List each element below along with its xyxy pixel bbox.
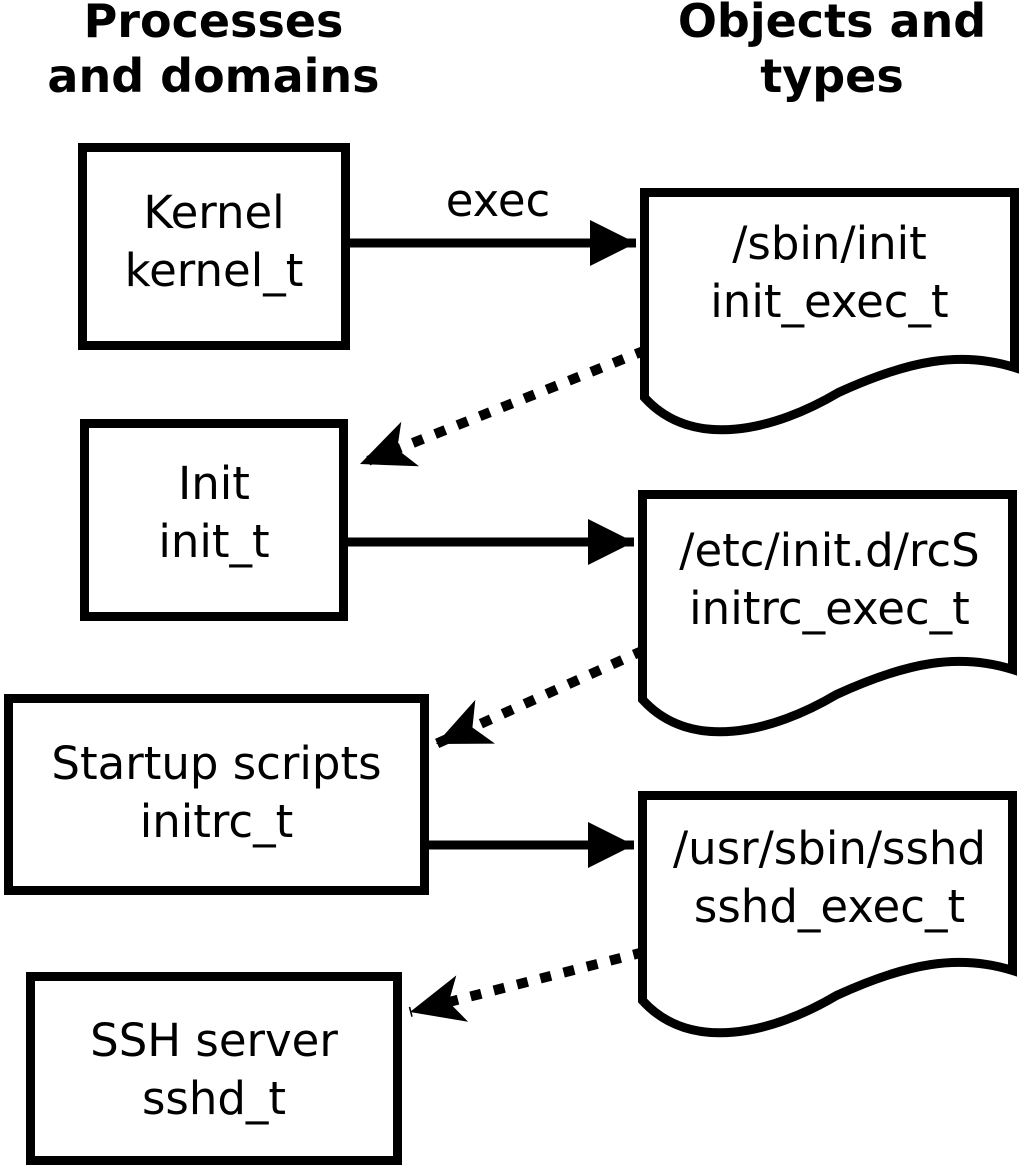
process-box-init (80, 419, 348, 621)
process-label-init: Init init_t (80, 455, 348, 571)
object-label-etc-initd-rcs: /etc/init.d/rcS initrc_exec_t (642, 522, 1017, 638)
process-box-ssh-server (26, 972, 402, 1165)
object-path: /sbin/init (732, 217, 927, 270)
object-doc-usr-sbin-sshd (638, 791, 1017, 1038)
process-label-ssh-server: SSH server sshd_t (26, 1012, 402, 1128)
process-name: Init (178, 457, 250, 510)
process-domain: kernel_t (124, 244, 304, 297)
process-name: Kernel (143, 186, 285, 239)
column-header-processes: Processes and domains (33, 0, 394, 104)
transition-arrow-rcs-to-startup (433, 645, 647, 749)
transition-arrow-sshd-to-ssh-server (408, 947, 646, 1022)
object-type: initrc_exec_t (689, 582, 970, 635)
object-type: init_exec_t (710, 275, 949, 328)
process-label-startup-scripts: Startup scripts initrc_t (4, 735, 429, 851)
object-type: sshd_exec_t (693, 880, 966, 933)
header-processes-line1: Processes (83, 0, 344, 48)
transition-arrow-sbin-init-to-init (358, 345, 648, 469)
process-domain: init_t (158, 515, 270, 568)
process-name: SSH server (90, 1014, 338, 1067)
process-name: Startup scripts (51, 737, 382, 790)
object-doc-etc-initd-rcs (638, 490, 1017, 737)
process-box-startup-scripts (4, 694, 429, 895)
exec-arrow-label: exec (445, 174, 551, 227)
process-box-kernel (78, 143, 350, 350)
header-objects-line2: types (760, 49, 904, 103)
object-label-usr-sbin-sshd: /usr/sbin/sshd sshd_exec_t (642, 820, 1017, 936)
object-doc-sbin-init (640, 188, 1019, 435)
object-path: /etc/init.d/rcS (679, 524, 980, 577)
header-processes-line2: and domains (47, 49, 380, 103)
process-label-kernel: Kernel kernel_t (78, 184, 350, 300)
object-path: /usr/sbin/sshd (673, 822, 986, 875)
process-domain: initrc_t (139, 795, 294, 848)
object-label-sbin-init: /sbin/init init_exec_t (644, 215, 1015, 331)
process-domain: sshd_t (141, 1072, 287, 1125)
column-header-objects: Objects and types (652, 0, 1012, 104)
header-objects-line1: Objects and (677, 0, 987, 48)
